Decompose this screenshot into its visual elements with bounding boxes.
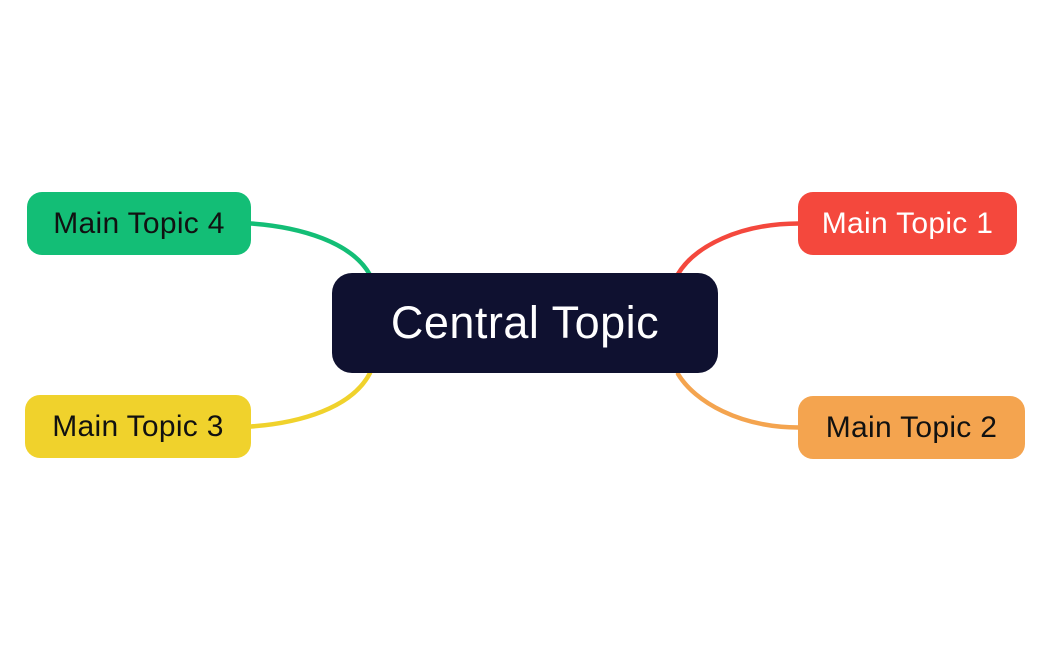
connector-main-topic-4 — [248, 221, 373, 278]
main-topic-4-label: Main Topic 4 — [53, 206, 225, 240]
node-main-topic-4[interactable]: Main Topic 4 — [27, 192, 251, 255]
node-main-topic-1[interactable]: Main Topic 1 — [798, 192, 1017, 255]
node-central-topic[interactable]: Central Topic — [332, 273, 718, 373]
connector-main-topic-3 — [248, 370, 373, 429]
main-topic-1-label: Main Topic 1 — [821, 206, 994, 240]
connector-main-topic-1 — [675, 221, 802, 277]
main-topic-2-label: Main Topic 2 — [825, 410, 998, 444]
central-topic-label: Central Topic — [390, 297, 660, 348]
node-main-topic-3[interactable]: Main Topic 3 — [25, 395, 251, 458]
main-topic-3-label: Main Topic 3 — [52, 409, 224, 443]
node-main-topic-2[interactable]: Main Topic 2 — [798, 396, 1025, 459]
connector-main-topic-2 — [675, 371, 802, 430]
